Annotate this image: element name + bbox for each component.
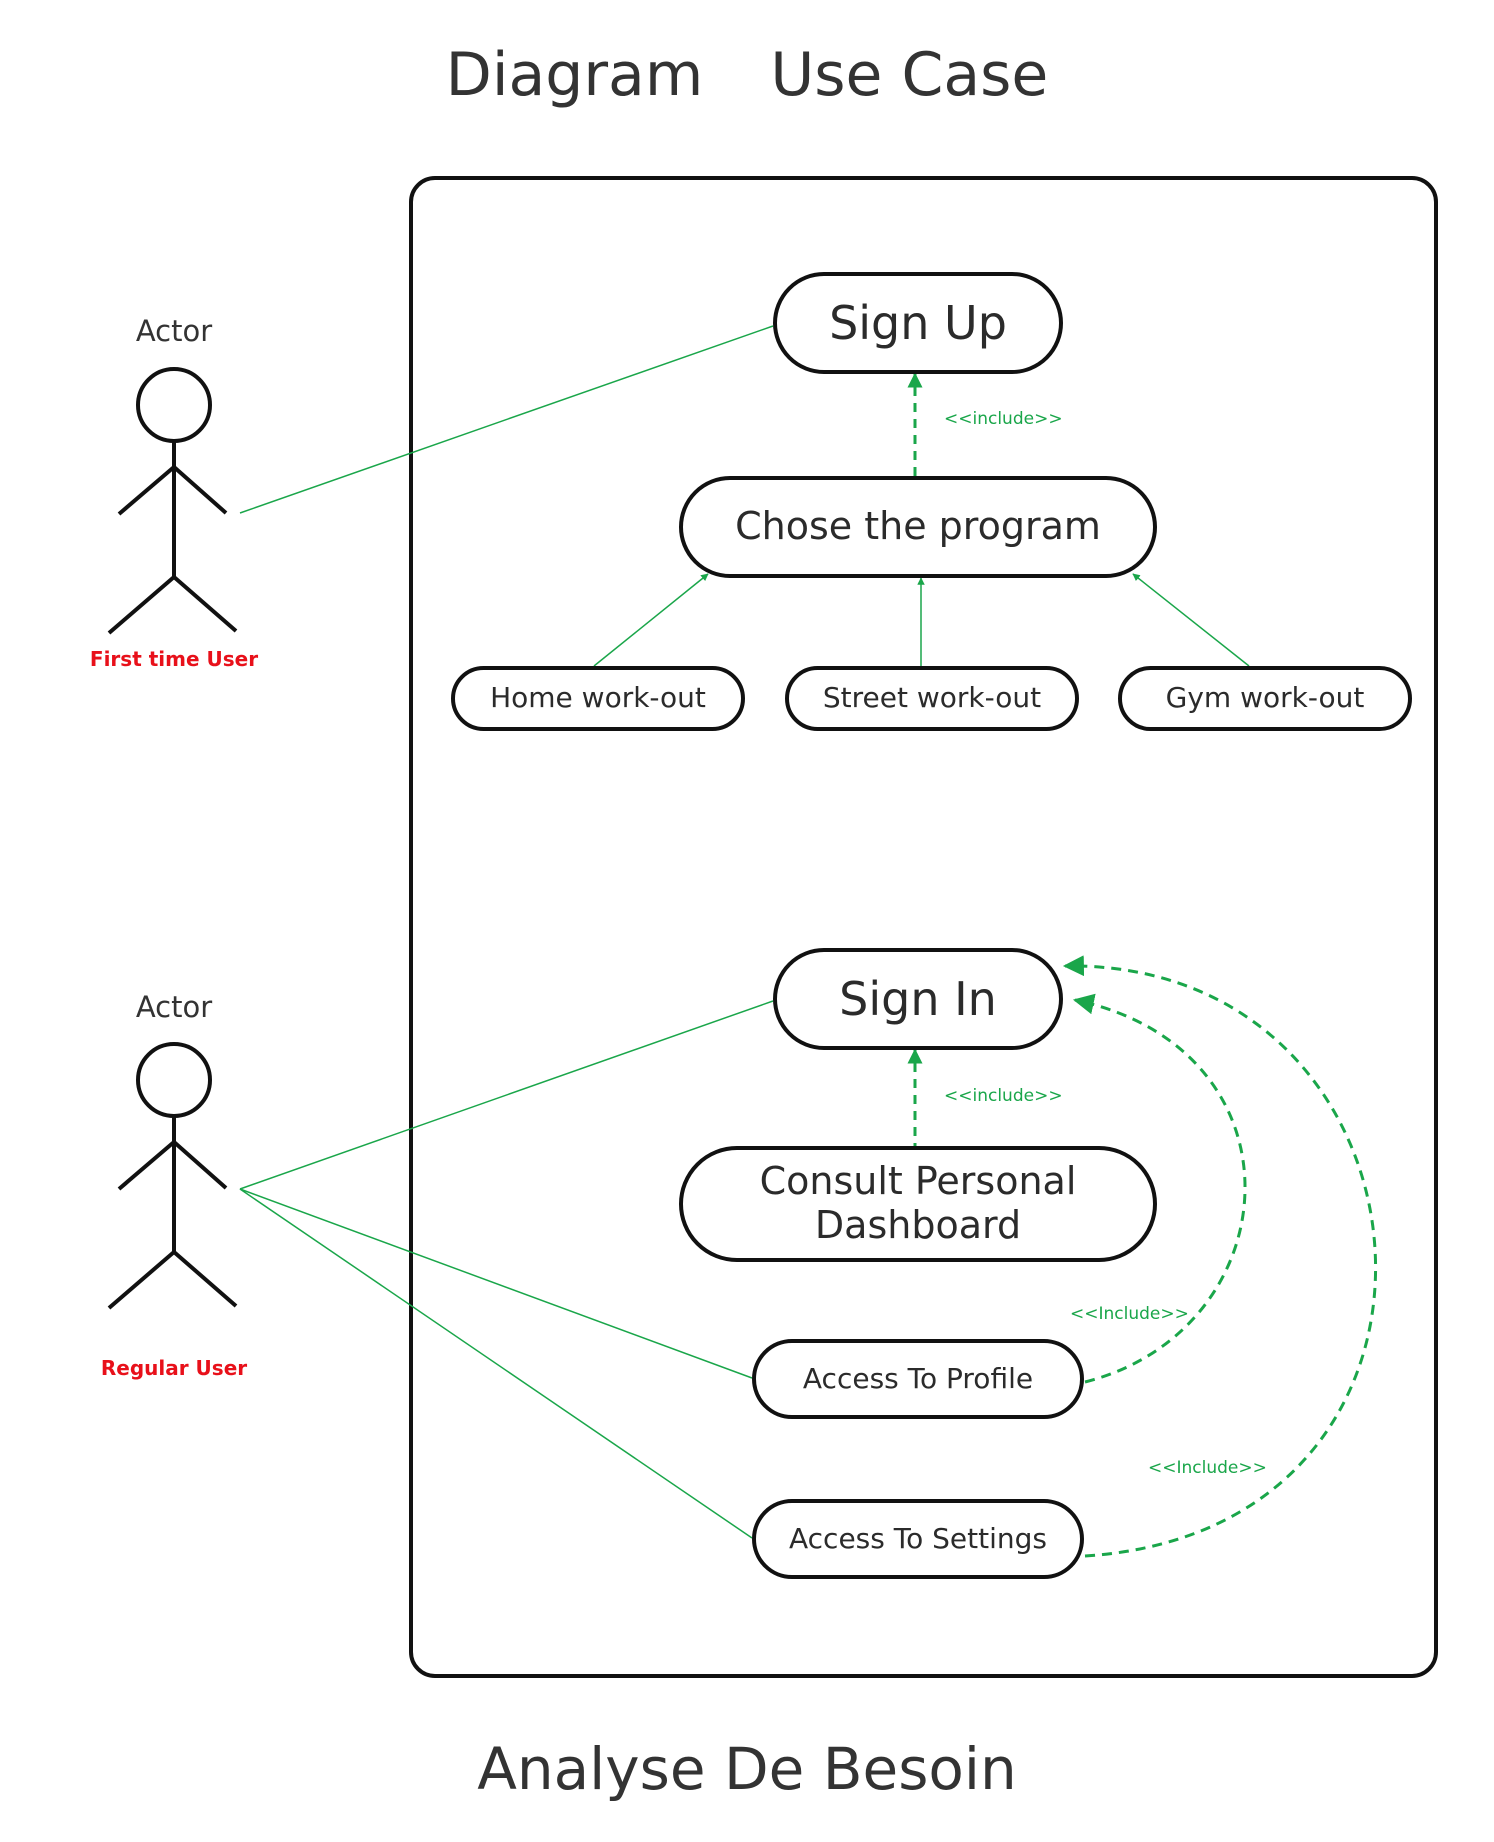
usecase-sign-in[interactable]: Sign In: [773, 948, 1063, 1050]
usecase-home-workout[interactable]: Home work-out: [451, 666, 745, 731]
actor-name-regular: Regular User: [100, 1356, 248, 1380]
actor-first-time-label-wrap: Actor: [84, 314, 264, 348]
association-first-time-signup: [239, 325, 774, 514]
usecase-consult-dashboard[interactable]: Consult Personal Dashboard: [679, 1146, 1157, 1262]
include-label-signin: <<include>>: [944, 1086, 1063, 1106]
include-label-settings: <<Include>>: [1148, 1458, 1267, 1478]
actor-figure-first-time: [107, 367, 238, 635]
usecase-access-settings[interactable]: Access To Settings: [752, 1499, 1084, 1579]
actor-first-time-name-wrap: First time User: [64, 647, 284, 671]
diagram-subtitle: Analyse De Besoin: [477, 1735, 1017, 1803]
diagram-title: Diagram Use Case: [0, 40, 1494, 110]
include-arrow-settings: [1062, 955, 1378, 1558]
link-home-to-program: [593, 573, 709, 667]
actor-regular-label-wrap: Actor: [84, 990, 264, 1024]
usecase-sign-up[interactable]: Sign Up: [773, 272, 1063, 374]
actor-regular-name-wrap: Regular User: [64, 1356, 284, 1380]
usecase-gym-workout[interactable]: Gym work-out: [1118, 666, 1412, 731]
usecase-access-profile[interactable]: Access To Profile: [752, 1339, 1084, 1419]
actor-figure-regular: [107, 1042, 238, 1310]
actor-label: Actor: [135, 990, 213, 1024]
actor-label: Actor: [135, 314, 213, 348]
include-label-profile: <<Include>>: [1070, 1304, 1189, 1324]
usecase-street-workout[interactable]: Street work-out: [785, 666, 1079, 731]
diagram-title-word1: Diagram: [445, 40, 704, 110]
association-regular-profile: [239, 1188, 753, 1379]
diagram-title-word2: Use Case: [770, 40, 1049, 110]
include-label-signup: <<include>>: [944, 409, 1063, 429]
usecase-chose-program[interactable]: Chose the program: [679, 476, 1157, 578]
association-regular-settings: [239, 1188, 753, 1539]
actor-name-first-time: First time User: [89, 647, 259, 671]
system-boundary: [409, 176, 1438, 1678]
association-regular-signin: [239, 1000, 774, 1190]
link-gym-to-program: [1132, 573, 1250, 667]
